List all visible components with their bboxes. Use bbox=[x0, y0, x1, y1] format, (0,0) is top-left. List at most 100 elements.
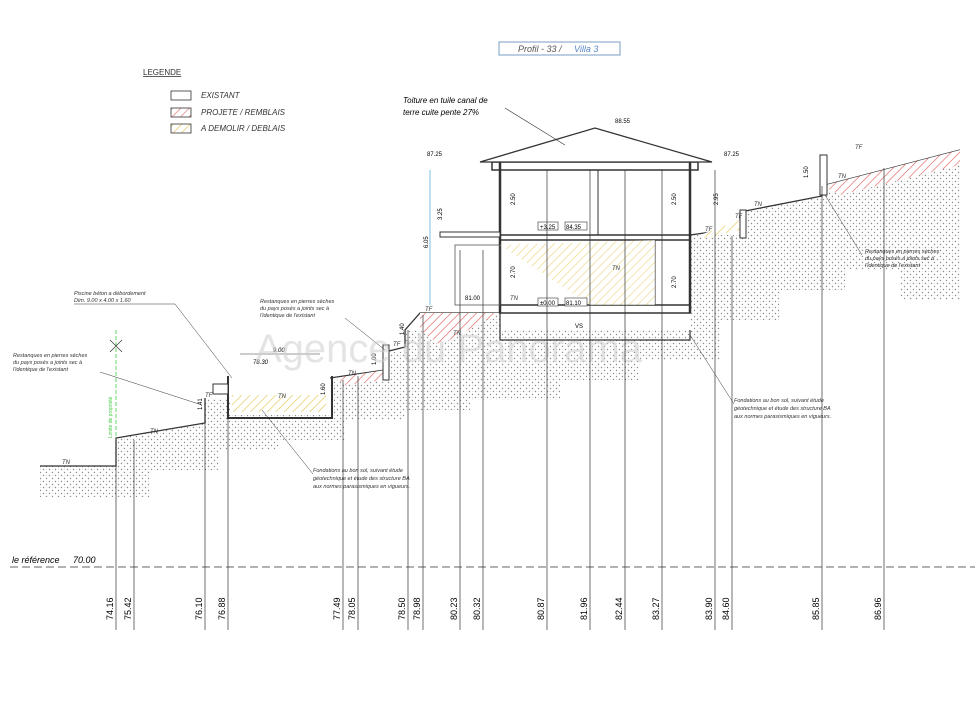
remblais-zone-1 bbox=[335, 370, 385, 385]
elevation-label: 86.96 bbox=[873, 597, 883, 620]
pool-level: 78.30 bbox=[253, 360, 269, 366]
legend-swatch-existant bbox=[170, 90, 192, 101]
dim-story-lower: 2.70 bbox=[511, 266, 517, 278]
elevation-label: 83.27 bbox=[651, 597, 661, 620]
marker-upper-floor-ngf bbox=[564, 221, 588, 231]
tag-tf-2: TF bbox=[425, 307, 433, 313]
legend-swatch-remblais bbox=[170, 107, 192, 118]
restanques-right-line1: Restanques en pierres sèches bbox=[865, 249, 940, 255]
tag-tf-4: TF bbox=[735, 214, 743, 220]
marker-upper-floor bbox=[537, 221, 559, 231]
tag-tn-5: TN bbox=[453, 331, 462, 337]
title-box bbox=[498, 41, 621, 56]
tag-tn-7: TN bbox=[754, 202, 763, 208]
tag-tf-3: TF bbox=[705, 227, 713, 233]
fondations-left-line3: aux normes parasismiques en vigueurs. bbox=[313, 484, 410, 490]
elevation-label: 77.49 bbox=[332, 597, 342, 620]
elevation-label: 82.44 bbox=[614, 597, 624, 620]
ground-floor-ngf: 81.10 bbox=[566, 301, 582, 307]
upper-floor-slab bbox=[499, 234, 691, 241]
dim-story-upper: 2.50 bbox=[511, 193, 517, 205]
annotations: Piscine béton a débordement Dim. 9.00 x … bbox=[13, 194, 940, 490]
balcony bbox=[439, 231, 501, 238]
villa-section bbox=[429, 127, 713, 341]
elevation-label: 74.16 bbox=[105, 597, 115, 620]
tag-tn-2: TN bbox=[150, 429, 159, 435]
fondations-right-line2: géotechnique et étude des structure BA bbox=[734, 406, 831, 412]
restanques-left-line3: l'identique de l'existant bbox=[13, 367, 68, 373]
roof-slab bbox=[491, 161, 699, 171]
dim-wall-left: 1.40 bbox=[400, 323, 406, 335]
deblais-zone-house bbox=[500, 240, 655, 305]
property-limit-label: Limite de propriété bbox=[108, 396, 114, 438]
fondations-right-line1: Fondations au bon sol, suivant étude bbox=[734, 398, 824, 404]
tag-tf-1: TF bbox=[393, 342, 401, 348]
dim-total-height: 6.05 bbox=[424, 236, 430, 248]
roof-top-level: 88.55 bbox=[615, 119, 631, 125]
glazing bbox=[454, 244, 501, 306]
roof-note-leader bbox=[504, 107, 566, 146]
restanques-mid-line2: du pays posés a joints sec à bbox=[260, 306, 329, 312]
retaining-wall-3 bbox=[819, 154, 828, 196]
elevation-label: 76.10 bbox=[194, 597, 204, 620]
retaining-wall-1 bbox=[382, 344, 390, 381]
tag-tf-6: TF bbox=[205, 393, 213, 399]
upper-floor-level: +3.25 bbox=[540, 225, 556, 231]
elevation-label: 76.88 bbox=[217, 597, 227, 620]
level-markers bbox=[537, 221, 588, 307]
tag-tn-3: TN bbox=[278, 394, 287, 400]
title-villa: Villa 3 bbox=[574, 44, 598, 54]
dim-story-lower-right: 2.70 bbox=[672, 276, 678, 288]
retaining-wall-2 bbox=[739, 209, 747, 239]
dim-story-upper-right: 2.50 bbox=[672, 193, 678, 205]
watermark: Agence du Panorama bbox=[255, 327, 643, 371]
dim-pool-depth: 1.60 bbox=[321, 383, 327, 395]
pool-length: 9.00 bbox=[273, 348, 285, 354]
elevation-label: 78.50 bbox=[397, 597, 407, 620]
property-limit-cross bbox=[109, 339, 123, 353]
legend-label-remblais: PROJETE / REMBLAIS bbox=[201, 108, 286, 117]
tag-tn-9: TN bbox=[510, 296, 519, 302]
legend-swatch-deblais bbox=[170, 123, 192, 134]
legend-label-existant: EXISTANT bbox=[201, 91, 241, 100]
marker-ground-floor bbox=[537, 297, 559, 307]
slab-tag: VS bbox=[575, 324, 583, 330]
elevation-label: 78.98 bbox=[412, 597, 422, 620]
terrain-tags: TN TN TN TN TN TN TN TN TN TF TF TF TF T… bbox=[62, 145, 863, 466]
ground-floor-slab bbox=[499, 304, 691, 314]
legend: LEGENDE EXISTANT PROJETE / REMBLAIS A DE… bbox=[143, 68, 286, 134]
legend-heading: LEGENDE bbox=[143, 68, 181, 77]
dim-partial-height: 3.25 bbox=[438, 208, 444, 220]
elevation-label: 78.05 bbox=[347, 597, 357, 620]
elevation-label: 80.87 bbox=[536, 597, 546, 620]
piscine-note-line2: Dim. 9.00 x 4.00 x 1.60 bbox=[74, 298, 131, 304]
eave-right-level: 87.25 bbox=[724, 152, 740, 158]
remblais-zone-3 bbox=[822, 150, 960, 195]
elevation-label: 80.32 bbox=[472, 597, 482, 620]
elevation-label: 80.23 bbox=[449, 597, 459, 620]
tag-tn-6: TN bbox=[612, 266, 621, 272]
restanques-mid-line1: Restanques en pierres sèches bbox=[260, 299, 335, 305]
tag-tf-5: TF bbox=[855, 145, 863, 151]
dim-wall-right: 2.95 bbox=[714, 193, 720, 205]
legend-label-deblais: A DEMOLIR / DEBLAIS bbox=[200, 124, 286, 133]
pool-shell bbox=[227, 376, 333, 419]
pool-deblais bbox=[232, 395, 326, 412]
eave-left-level: 87.25 bbox=[427, 152, 443, 158]
restanques-right-line3: l'identique de l'existant bbox=[865, 263, 920, 269]
tag-tn-1: TN bbox=[62, 460, 71, 466]
elevation-label: 84.60 bbox=[721, 597, 731, 620]
restanques-left-line1: Restanques en pierres sèches bbox=[13, 353, 88, 359]
elevation-label: 85.85 bbox=[811, 597, 821, 620]
dim-wall-far-right: 1.50 bbox=[804, 166, 810, 178]
dim-retain-mid: 1.00 bbox=[372, 353, 378, 365]
elevation-label: 83.90 bbox=[704, 597, 714, 620]
reference-label: le référence bbox=[12, 555, 60, 565]
restanques-left-line2: du pays posés a joints sec à bbox=[13, 360, 82, 366]
roof-note-line2: terre cuite pente 27% bbox=[403, 108, 479, 117]
terrace-level: 81.00 bbox=[465, 296, 481, 302]
fondations-right-line3: aux normes parasismiques en vigueurs. bbox=[734, 414, 831, 420]
